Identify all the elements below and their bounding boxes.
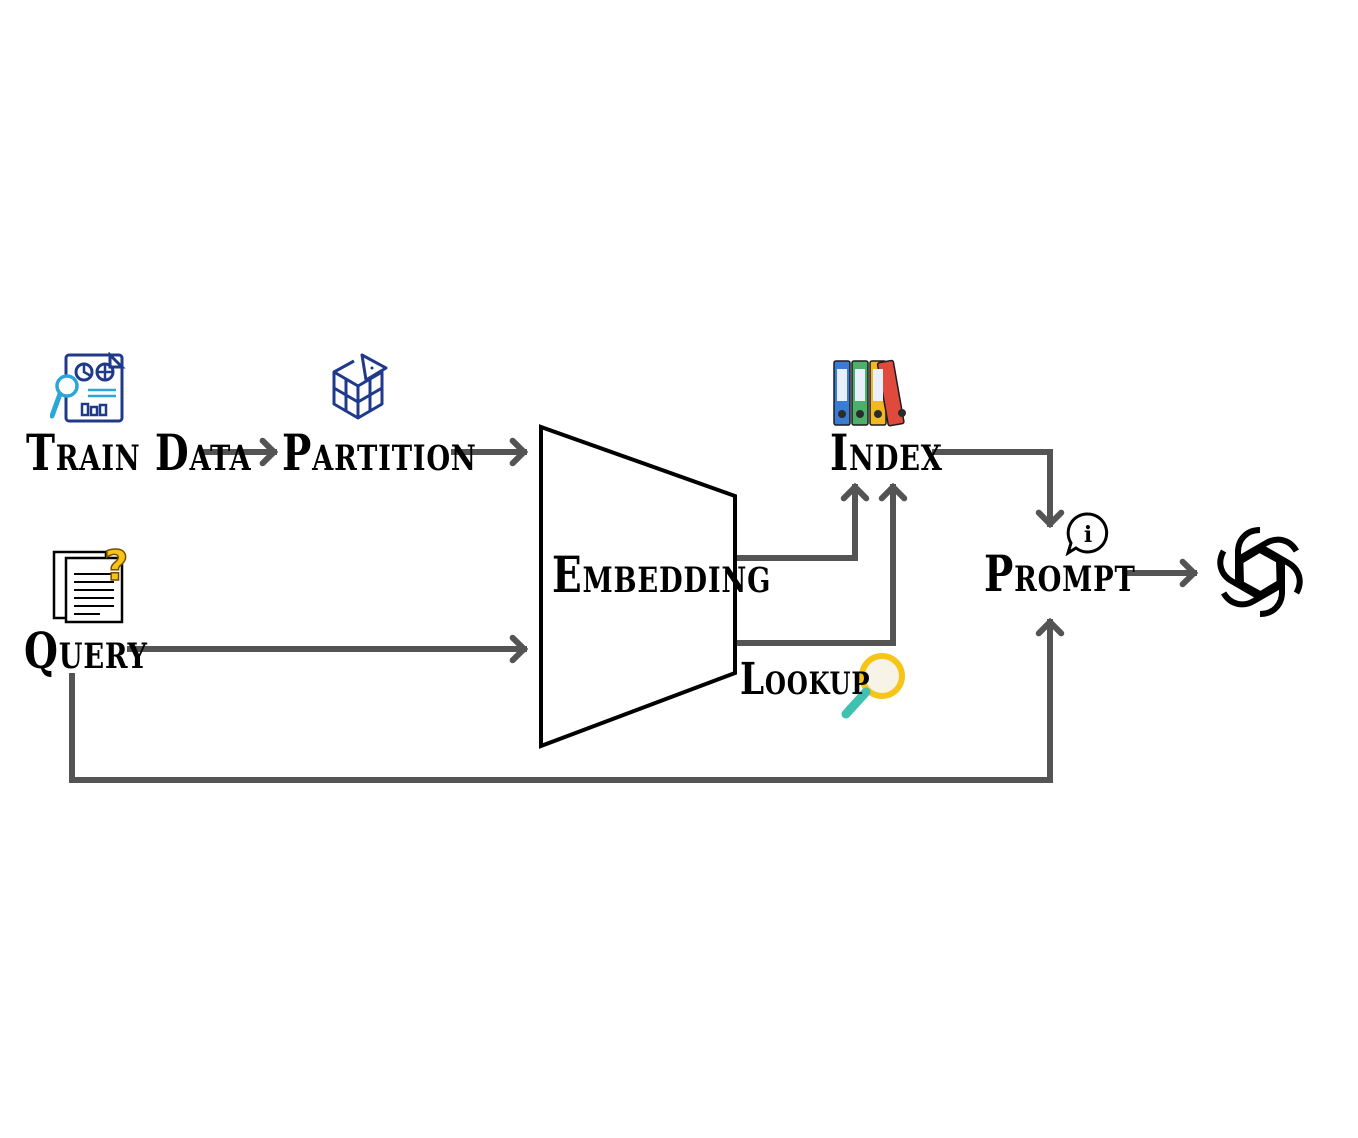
svg-text:i: i <box>1084 522 1092 548</box>
query-label: Query <box>24 621 148 680</box>
data-report-icon <box>50 352 126 423</box>
svg-text:?: ? <box>104 544 128 590</box>
arrow-index-to-prompt <box>932 449 1053 527</box>
index-label: Index <box>830 423 943 482</box>
train-data-label: Train Data <box>26 423 252 482</box>
partition-label: Partition <box>282 423 477 482</box>
lookup-label: Lookup <box>740 654 871 705</box>
arrowhead-train_data-to-partition <box>259 437 279 467</box>
embedding-trapezoid <box>539 424 737 749</box>
openai-logo-icon <box>1217 527 1303 617</box>
binders-icon <box>833 359 906 427</box>
question-document-icon: ? <box>52 544 129 624</box>
arrowhead-partition-to-embedding <box>509 437 529 467</box>
arrowhead-prompt-to-llm <box>1179 558 1199 588</box>
arrowhead-query-to-prompt <box>1035 617 1065 637</box>
arrowhead-query-to-embedding <box>509 634 529 664</box>
partition-cube-icon <box>332 353 388 420</box>
arrow-lookup-to-index <box>734 484 896 646</box>
arrow-embedding-to-index <box>734 484 858 561</box>
embedding-label: Embedding <box>552 545 772 604</box>
prompt-label: Prompt <box>984 544 1136 603</box>
arrowhead-embedding-to-index <box>840 482 870 502</box>
magnifier-icon <box>841 653 905 719</box>
arrow-query-to-prompt <box>69 619 1053 783</box>
arrowhead-index-to-prompt <box>1035 509 1065 529</box>
arrowhead-lookup-to-index <box>878 482 908 502</box>
info-bubble-icon: i <box>1065 512 1109 556</box>
